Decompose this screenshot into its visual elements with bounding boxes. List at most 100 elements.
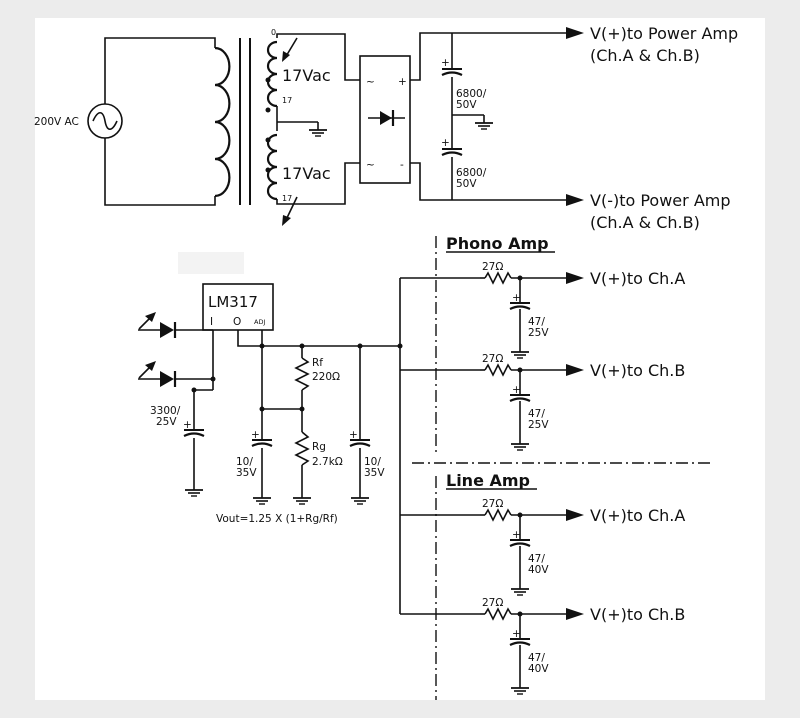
output-arrow: [566, 509, 584, 521]
amp-branches: [480, 271, 584, 695]
vout-formula: Vout=1.25 X (1+Rg/Rf): [216, 513, 338, 525]
rf-value: 220Ω: [312, 371, 340, 383]
tap-label-17-bottom: 17: [282, 194, 292, 203]
output-neg-sub: (Ch.A & Ch.B): [590, 213, 700, 232]
out-cap-voltage: 35V: [364, 467, 385, 479]
regulator-input-net: [182, 330, 216, 497]
decoupling-cap: [509, 638, 531, 646]
adj-cap-voltage: 35V: [236, 467, 257, 479]
transformer-core: [239, 38, 251, 205]
ground-symbol: [511, 344, 529, 359]
output-pos-sub: (Ch.A & Ch.B): [590, 46, 700, 65]
phono-cap-b-voltage: 25V: [528, 419, 549, 431]
rectifier-ac2: ~: [366, 159, 375, 171]
adj-cap-value: 10/: [236, 456, 253, 468]
bridge-rectifier: [359, 55, 411, 184]
pin-i: I: [210, 316, 213, 328]
line-out-b: V(+)to Ch.B: [590, 605, 685, 624]
primary-winding: [104, 37, 231, 206]
line-r-a-value: 27Ω: [482, 498, 503, 510]
adj-network: [237, 330, 400, 505]
line-cap-a-plus: +: [512, 529, 521, 541]
cap-plate-curved: [509, 542, 531, 547]
phono-out-b: V(+)to Ch.B: [590, 361, 685, 380]
phono-branch-a: [480, 271, 584, 359]
phase-arrows: [282, 37, 298, 226]
adj-cap-plus: +: [251, 429, 260, 441]
phono-r-a-value: 27Ω: [482, 261, 503, 273]
output-neg-label: V(-)to Power Amp: [590, 191, 731, 210]
filter-cap-bottom-value: 6800/: [456, 167, 487, 179]
cap-plate-curved: [509, 305, 531, 310]
line-cap-b-plus: +: [512, 628, 521, 640]
winding-dots: [265, 77, 271, 173]
line-cap-b-value: 47/: [528, 652, 545, 664]
output-arrow-pos: [566, 27, 584, 39]
phono-out-a: V(+)to Ch.A: [590, 269, 685, 288]
out-cap-value: 10/: [364, 456, 381, 468]
tap-label-17-top: 17: [282, 96, 292, 105]
rectifier-minus: -: [400, 159, 404, 171]
rg-value: 2.7kΩ: [312, 456, 343, 468]
line-branch-a: [480, 508, 584, 596]
filter-cap-bottom-plus: +: [441, 137, 450, 149]
filter-cap-top: [440, 67, 464, 77]
input-cap-plus: +: [183, 419, 192, 431]
line-cap-a-voltage: 40V: [528, 564, 549, 576]
phono-branch-b: [480, 363, 584, 451]
input-diode-top: [138, 312, 213, 338]
ground-symbol: [511, 581, 529, 596]
output-arrow: [566, 364, 584, 376]
output-arrow-neg: [566, 194, 584, 206]
rf-name: Rf: [312, 357, 323, 369]
line-out-a: V(+)to Ch.A: [590, 506, 685, 525]
phono-title: Phono Amp: [446, 234, 549, 253]
cap-plate-curved: [509, 397, 531, 402]
distribution-bus: [397, 277, 480, 615]
label-patch: [178, 252, 244, 274]
resistor-27-ohm: [484, 607, 512, 621]
phono-cap-b-value: 47/: [528, 408, 545, 420]
decoupling-cap: [509, 539, 531, 547]
filter-cap-top-plus: +: [441, 57, 450, 69]
decoupling-cap: [509, 302, 531, 310]
line-r-b-value: 27Ω: [482, 597, 503, 609]
input-diode-bottom: [138, 361, 213, 387]
power-rails: [410, 32, 570, 201]
phono-cap-a-plus: +: [512, 292, 521, 304]
ground-symbol: [511, 680, 529, 695]
line-cap-b-voltage: 40V: [528, 663, 549, 675]
secondary-winding-bottom: [266, 126, 360, 205]
resistor-27-ohm: [484, 271, 512, 285]
secondary-winding-top: [266, 33, 360, 118]
filter-cap-bottom: [440, 147, 464, 157]
rg-name: Rg: [312, 441, 326, 453]
input-cap-value: 3300/: [150, 405, 181, 417]
decoupling-cap: [509, 394, 531, 402]
ground-symbol: [511, 436, 529, 451]
line-branch-b: [480, 607, 584, 695]
center-tap: [276, 118, 328, 137]
phono-cap-a-value: 47/: [528, 316, 545, 328]
input-cap-voltage: 25V: [156, 416, 177, 428]
ac-source-label: 200V AC: [34, 116, 79, 128]
secondary-voltage-top: 17Vac: [282, 66, 331, 85]
output-arrow: [566, 272, 584, 284]
line-title: Line Amp: [446, 471, 530, 490]
resistor-27-ohm: [484, 508, 512, 522]
cap-plate-curved: [509, 641, 531, 646]
pin-o: O: [233, 316, 241, 328]
filter-cap-top-voltage: 50V: [456, 99, 477, 111]
out-cap-plus: +: [349, 429, 358, 441]
pin-adj: ADJ: [254, 318, 265, 326]
phono-cap-b-plus: +: [512, 384, 521, 396]
tap-label-0: 0: [271, 28, 276, 37]
output-arrow: [566, 608, 584, 620]
ac-source: [87, 103, 123, 139]
filter-cap-bottom-voltage: 50V: [456, 178, 477, 190]
phono-r-b-value: 27Ω: [482, 353, 503, 365]
resistor-27-ohm: [484, 363, 512, 377]
line-cap-a-value: 47/: [528, 553, 545, 565]
